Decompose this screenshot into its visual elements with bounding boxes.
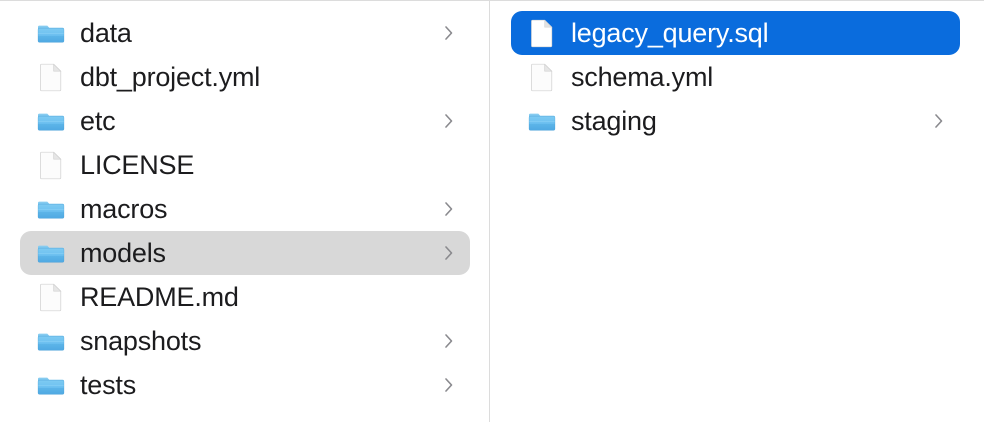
file-row-label: LICENSE xyxy=(80,150,195,180)
parent-column[interactable]: data dbt_project.yml etc LICENSE xyxy=(0,1,490,422)
folder-icon xyxy=(36,106,66,136)
file-row-label: tests xyxy=(80,370,137,400)
chevron-right-icon[interactable] xyxy=(442,110,456,132)
folder-icon xyxy=(36,326,66,356)
chevron-right-icon[interactable] xyxy=(442,22,456,44)
file-row-label: README.md xyxy=(80,282,239,312)
file-row[interactable]: LICENSE xyxy=(20,143,470,187)
chevron-right-icon[interactable] xyxy=(932,110,946,132)
folder-icon xyxy=(36,194,66,224)
file-row-label: schema.yml xyxy=(571,62,714,92)
chevron-right-icon[interactable] xyxy=(442,198,456,220)
file-row-label: data xyxy=(80,18,132,48)
file-row[interactable]: schema.yml xyxy=(511,55,960,99)
file-row-label: snapshots xyxy=(80,326,202,356)
chevron-right-icon[interactable] xyxy=(442,374,456,396)
file-row[interactable]: dbt_project.yml xyxy=(20,55,470,99)
child-column[interactable]: legacy_query.sql schema.yml staging xyxy=(490,1,983,422)
file-row[interactable]: etc xyxy=(20,99,470,143)
file-row[interactable]: models xyxy=(20,231,470,275)
file-row-label: legacy_query.sql xyxy=(571,18,769,48)
folder-icon xyxy=(527,106,557,136)
folder-icon xyxy=(36,18,66,48)
chevron-right-icon[interactable] xyxy=(442,242,456,264)
file-row[interactable]: README.md xyxy=(20,275,470,319)
file-row[interactable]: tests xyxy=(20,363,470,407)
document-icon xyxy=(36,62,66,92)
folder-icon xyxy=(36,238,66,268)
file-row[interactable]: staging xyxy=(511,99,960,143)
file-row[interactable]: legacy_query.sql xyxy=(511,11,960,55)
file-row-label: etc xyxy=(80,106,116,136)
document-icon xyxy=(527,62,557,92)
document-icon xyxy=(527,18,557,48)
file-row-label: staging xyxy=(571,106,657,136)
file-row-label: macros xyxy=(80,194,168,224)
chevron-right-icon[interactable] xyxy=(442,330,456,352)
file-row[interactable]: data xyxy=(20,11,470,55)
document-icon xyxy=(36,150,66,180)
file-row-label: dbt_project.yml xyxy=(80,62,261,92)
file-row[interactable]: snapshots xyxy=(20,319,470,363)
folder-icon xyxy=(36,370,66,400)
document-icon xyxy=(36,282,66,312)
file-row[interactable]: macros xyxy=(20,187,470,231)
file-row-label: models xyxy=(80,238,166,268)
